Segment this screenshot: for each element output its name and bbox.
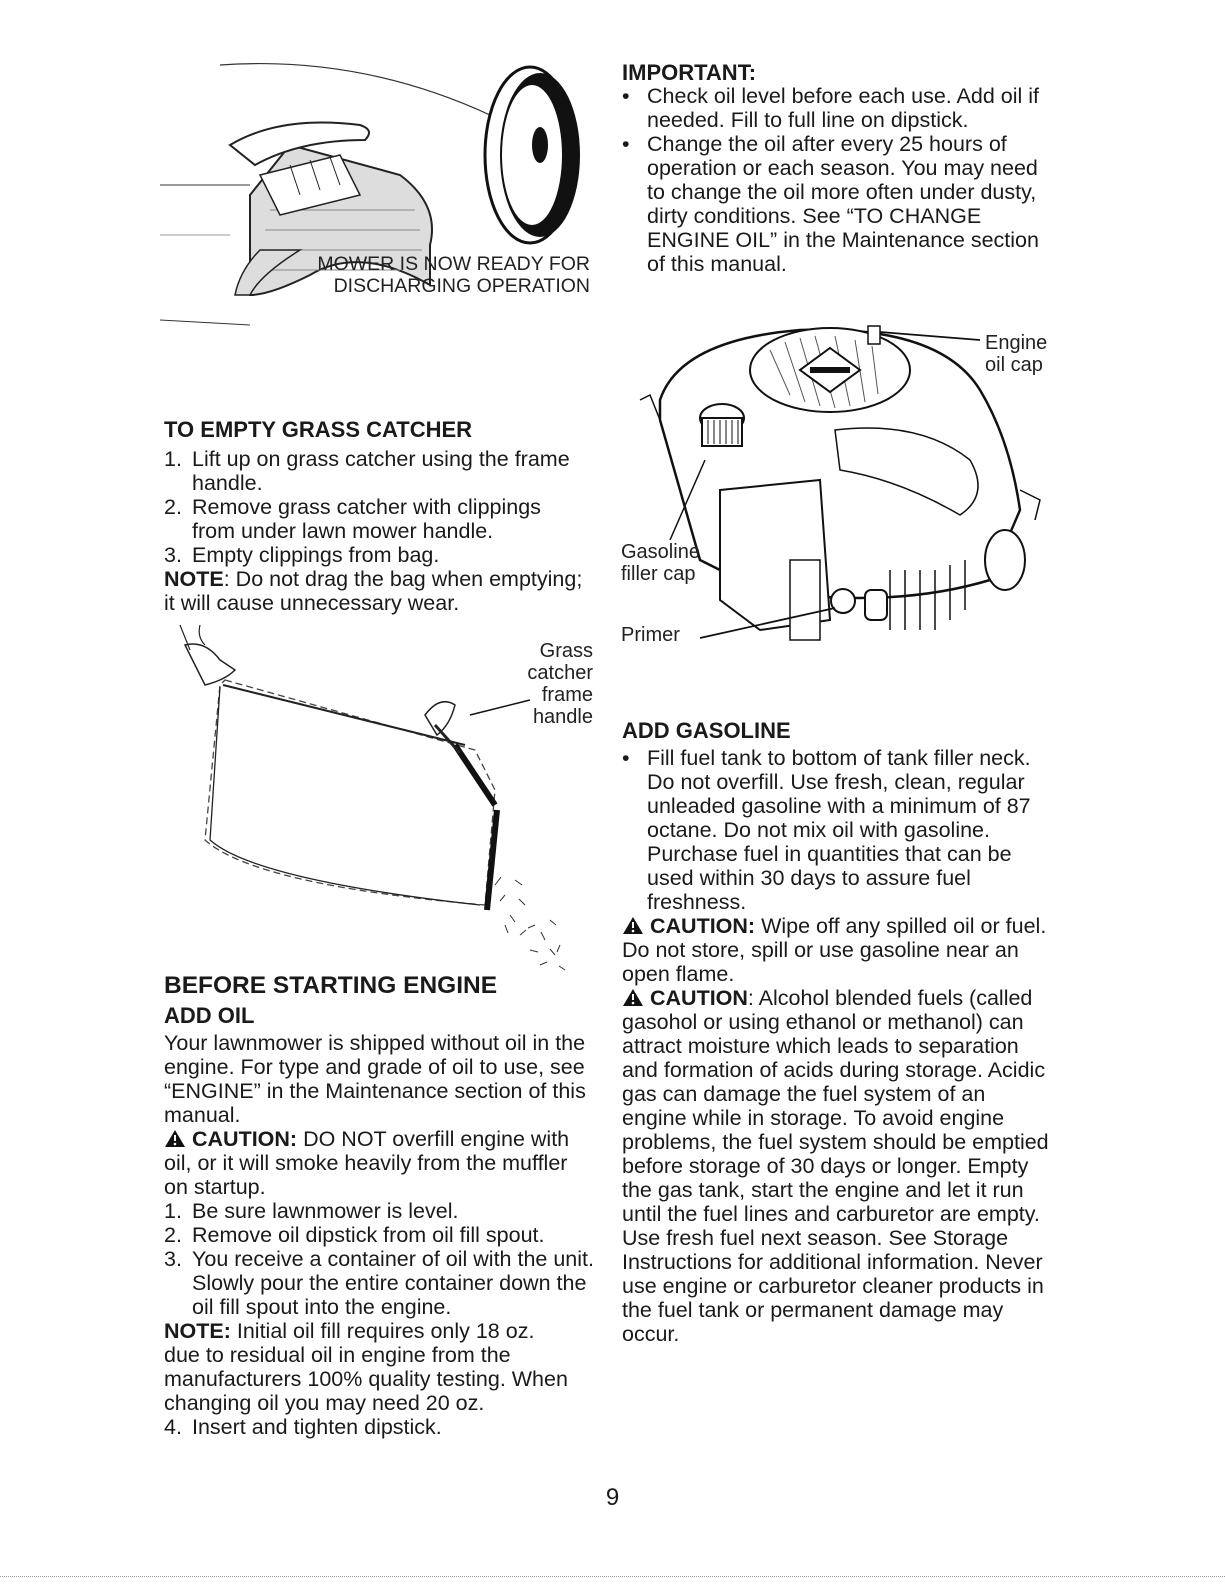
list-text: Remove grass catcher with clippings from… xyxy=(192,495,541,543)
before-starting-engine-heading: BEFORE STARTING ENGINE xyxy=(164,972,498,999)
add-oil-paragraph: Your lawnmower is shipped without oil in… xyxy=(164,1031,586,1127)
empty-catcher-steps: 1. Lift up on grass catcher using the fr… xyxy=(164,447,584,615)
catcher-label-line-2: catcher xyxy=(527,662,593,684)
list-item: 4. Insert and tighten dipstick. xyxy=(164,1415,594,1439)
list-text: Lift up on grass catcher using the frame… xyxy=(192,447,570,495)
list-number: 1. xyxy=(164,1199,182,1223)
catcher-label-line-1: Grass xyxy=(539,640,593,662)
add-gasoline-body: • Fill fuel tank to bottom of tank fille… xyxy=(622,746,1052,1346)
caution-text: : Alcohol blended fuels (called gasohol … xyxy=(622,986,1049,1346)
engine-illustration xyxy=(639,325,1041,641)
list-item: 1. Be sure lawnmower is level. xyxy=(164,1199,594,1223)
list-item: 2. Remove grass catcher with clippings f… xyxy=(164,495,584,543)
mower-caption-line-1: MOWER IS NOW READY FOR xyxy=(317,253,590,275)
add-oil-body: Your lawnmower is shipped without oil in… xyxy=(164,1031,594,1439)
note-text: Initial oil fill requires only 18 oz. du… xyxy=(164,1319,568,1415)
list-item: 3. You receive a container of oil with t… xyxy=(164,1247,594,1319)
grass-catcher-frame-handle-label: Grass catcher frame handle xyxy=(490,640,593,728)
caution-label: CAUTION: xyxy=(649,914,756,938)
caution-label: CAUTION xyxy=(649,986,748,1010)
bullet-icon: • xyxy=(622,132,630,156)
bullet-icon: • xyxy=(622,746,630,770)
bottom-scan-line xyxy=(0,1576,1225,1577)
list-number: 2. xyxy=(164,495,182,519)
list-item: 2. Remove oil dipstick from oil fill spo… xyxy=(164,1223,594,1247)
list-item: • Fill fuel tank to bottom of tank fille… xyxy=(622,746,1052,914)
add-oil-heading: ADD OIL xyxy=(164,1003,255,1028)
page-number: 9 xyxy=(605,1484,620,1511)
mower-chute-extension xyxy=(234,249,303,296)
list-text: Check oil level before each use. Add oil… xyxy=(647,84,1040,132)
list-text: Change the oil after every 25 hours of o… xyxy=(647,132,1039,276)
list-number: 1. xyxy=(164,447,182,471)
caution-text: DO NOT overfill engine with oil, or it w… xyxy=(164,1127,570,1199)
caution-text: Wipe off any spilled oil or fuel. Do not… xyxy=(622,914,1047,986)
caution-label: CAUTION: xyxy=(191,1127,298,1151)
note-label: NOTE: xyxy=(164,1319,231,1343)
list-item: • Check oil level before each use. Add o… xyxy=(622,84,1052,132)
mower-discharge-illustration xyxy=(159,63,580,326)
list-item: • Change the oil after every 25 hours of… xyxy=(622,132,1052,276)
empty-catcher-heading: TO EMPTY GRASS CATCHER xyxy=(164,417,473,442)
important-heading: IMPORTANT: xyxy=(622,60,757,85)
gasoline-filler-cap-label: Gasoline filler cap xyxy=(621,541,700,585)
list-number: 2. xyxy=(164,1223,182,1247)
list-text: Remove oil dipstick from oil fill spout. xyxy=(192,1223,545,1247)
list-text: Fill fuel tank to bottom of tank filler … xyxy=(647,746,1031,914)
primer-label: Primer xyxy=(621,624,680,646)
oil-caution: CAUTION: DO NOT overfill engine with oil… xyxy=(164,1127,594,1199)
list-number: 3. xyxy=(164,1247,182,1271)
important-bullets: • Check oil level before each use. Add o… xyxy=(622,84,1052,276)
list-number: 3. xyxy=(164,543,182,567)
filler-cap-label-line-1: Gasoline xyxy=(621,541,700,563)
oil-note: NOTE: Initial oil fill requires only 18 … xyxy=(164,1319,569,1415)
filler-cap-label-line-2: filler cap xyxy=(621,563,696,585)
warning-triangle-icon xyxy=(623,917,643,934)
gas-caution-2: CAUTION: Alcohol blended fuels (called g… xyxy=(622,986,1052,1346)
catcher-label-line-4: handle xyxy=(532,706,593,728)
list-text: Empty clippings from bag. xyxy=(192,543,440,567)
warning-triangle-icon xyxy=(623,989,643,1006)
gas-caution-1: CAUTION: Wipe off any spilled oil or fue… xyxy=(622,914,1052,986)
catcher-label-line-3: frame xyxy=(541,684,593,706)
bullet-icon: • xyxy=(622,84,630,108)
grass-catcher-illustration xyxy=(179,624,566,971)
list-item: 3. Empty clippings from bag. xyxy=(164,543,584,567)
mower-caption-line-2: DISCHARGING OPERATION xyxy=(333,275,590,297)
list-number: 4. xyxy=(164,1415,182,1439)
list-item: 1. Lift up on grass catcher using the fr… xyxy=(164,447,584,495)
list-text: Be sure lawnmower is level. xyxy=(192,1199,459,1223)
warning-triangle-icon xyxy=(165,1130,185,1147)
list-text: You receive a container of oil with the … xyxy=(192,1247,594,1319)
add-gasoline-heading: ADD GASOLINE xyxy=(622,718,791,743)
mower-caption: MOWER IS NOW READY FOR DISCHARGING OPERA… xyxy=(300,253,590,297)
list-text: Insert and tighten dipstick. xyxy=(192,1415,442,1439)
engine-oil-cap-label: Engine oil cap xyxy=(985,332,1047,376)
note-text: : Do not drag the bag when emptying; it … xyxy=(164,567,583,615)
empty-note: NOTE: Do not drag the bag when emptying;… xyxy=(164,567,594,615)
oil-cap-label-line-2: oil cap xyxy=(985,354,1043,376)
oil-cap-label-line-1: Engine xyxy=(985,332,1048,354)
note-label: NOTE xyxy=(164,567,224,591)
